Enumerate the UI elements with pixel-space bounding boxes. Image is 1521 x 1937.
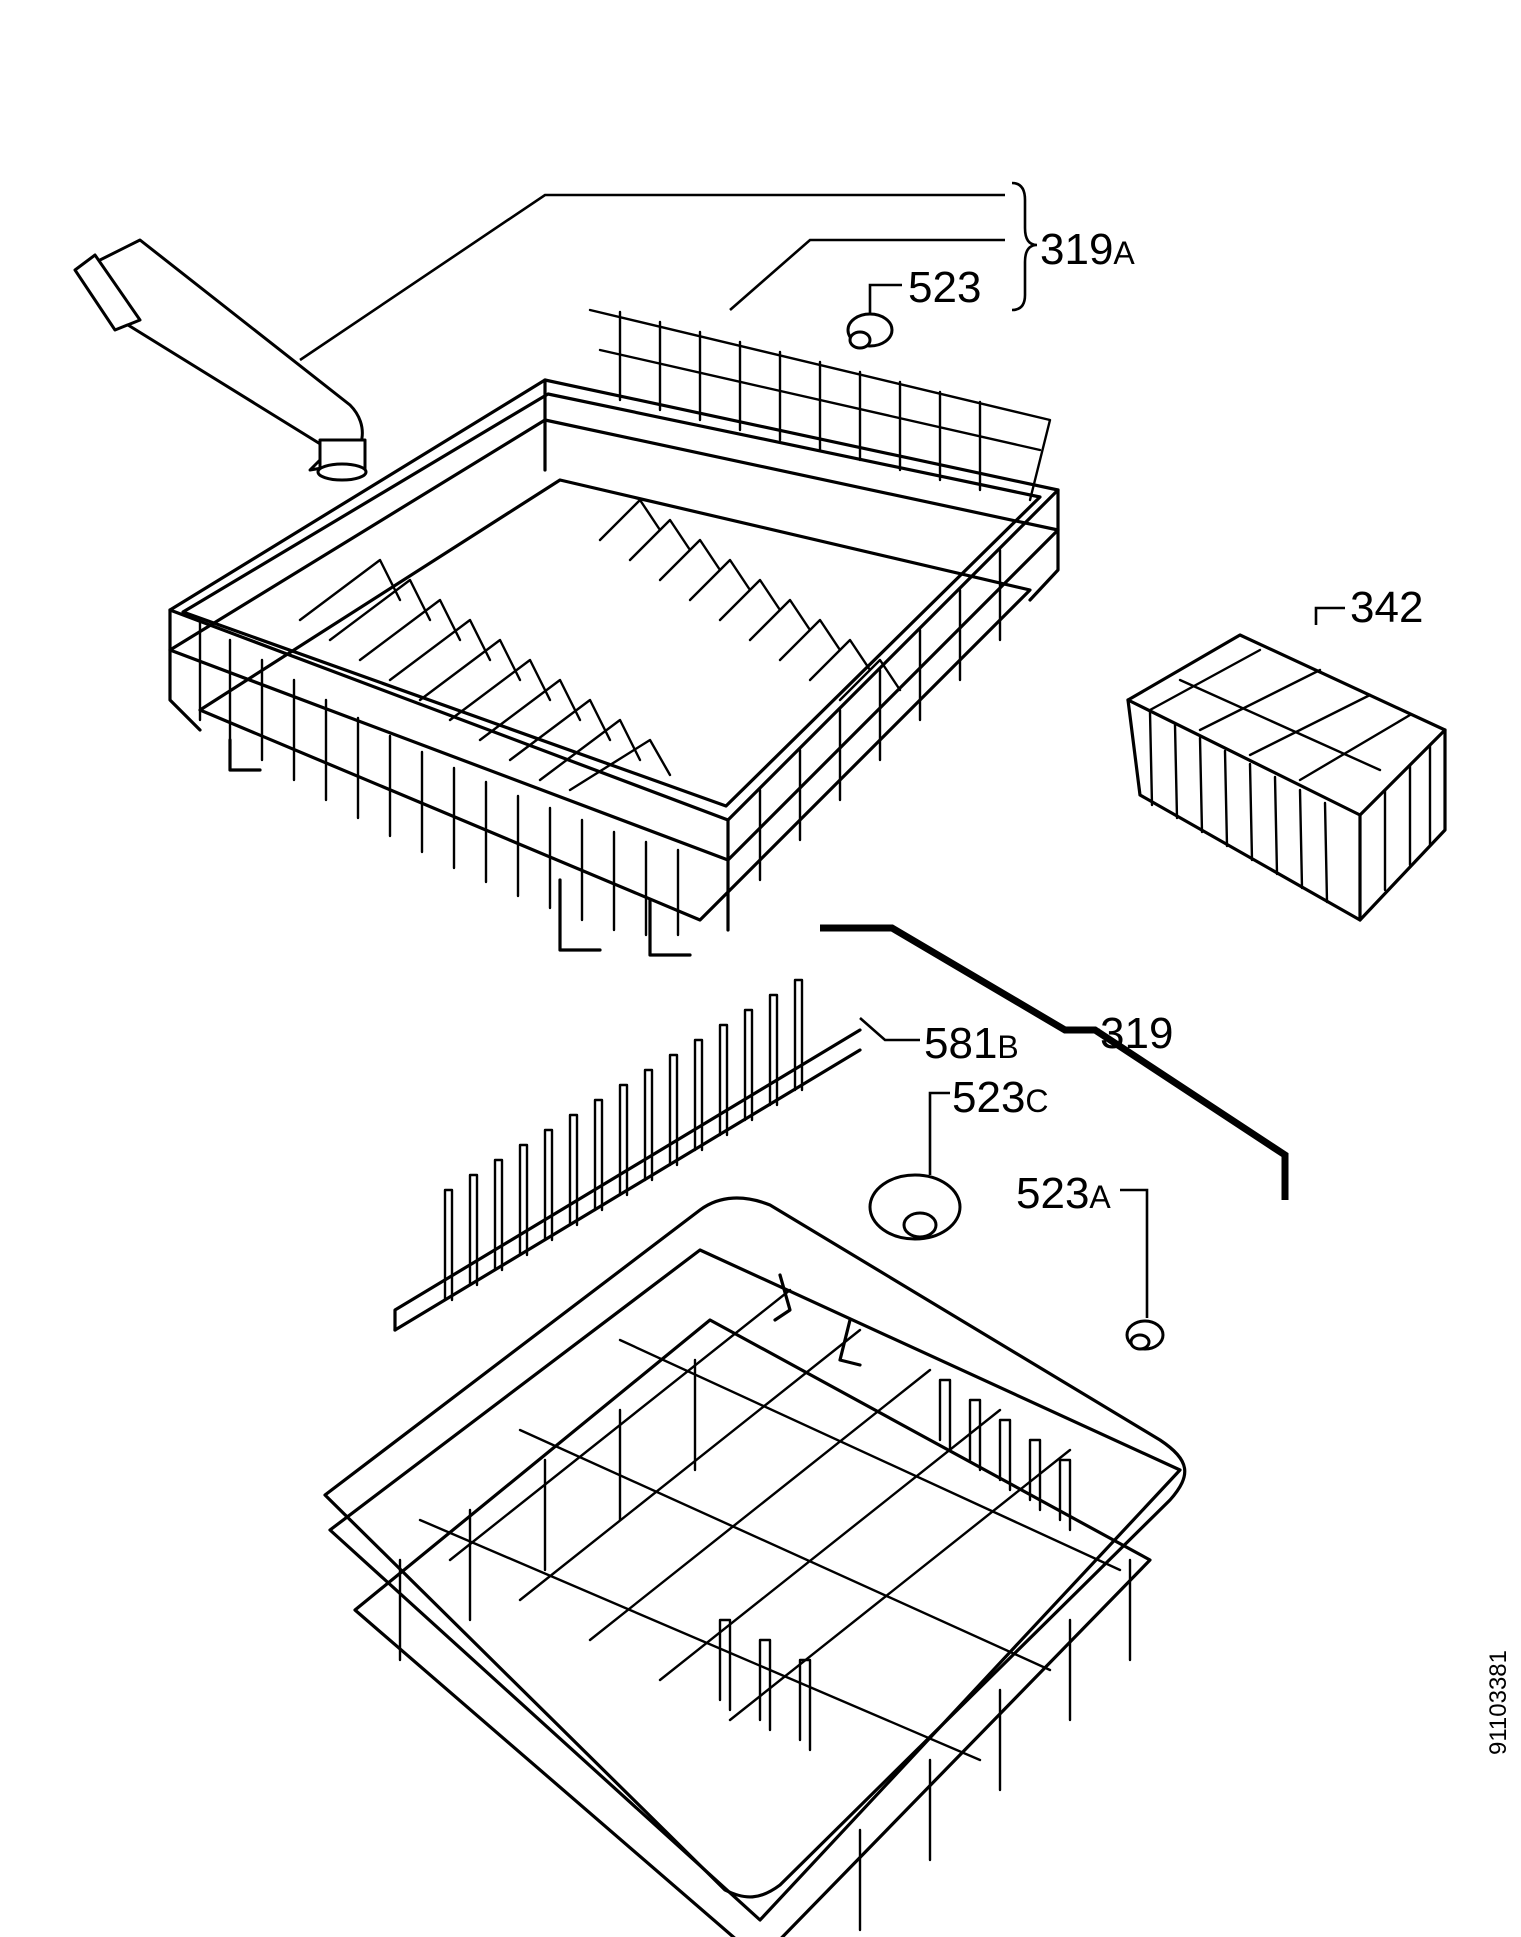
upper-basket-back-rack bbox=[588, 308, 1052, 502]
lower-basket-tines bbox=[718, 1378, 1072, 1752]
upper-basket-front-wires bbox=[198, 618, 680, 937]
lower-wheel-a bbox=[1125, 1319, 1165, 1351]
upper-wheel bbox=[846, 312, 894, 350]
bracket bbox=[1011, 181, 1038, 312]
label-342: 342 bbox=[1350, 583, 1423, 632]
label-523c: 523C bbox=[952, 1073, 1049, 1122]
plate-rack-tines bbox=[443, 978, 804, 1302]
label-523: 523 bbox=[908, 263, 981, 312]
cutlery-basket-bars bbox=[1148, 710, 1432, 904]
lower-basket-posts bbox=[398, 1358, 1132, 1932]
label-319: 319 bbox=[1100, 1009, 1173, 1058]
upper-basket-tines bbox=[298, 498, 902, 792]
drawing-number: 91103381 bbox=[1485, 1650, 1512, 1755]
leader-lines bbox=[299, 181, 1345, 1318]
lower-basket bbox=[323, 1196, 1187, 1937]
label-581b: 581B bbox=[924, 1019, 1019, 1068]
spray-tube bbox=[73, 238, 368, 482]
upper-basket-side-wires bbox=[758, 548, 1002, 882]
part-labels: 319A 523 342 319 581B 523C 523A bbox=[908, 225, 1423, 1218]
lower-wheel-c bbox=[868, 1173, 962, 1241]
cutlery-basket bbox=[1126, 633, 1447, 922]
label-319a: 319A bbox=[1040, 225, 1135, 274]
plate-rack bbox=[393, 978, 862, 1332]
upper-basket bbox=[168, 308, 1060, 957]
label-523a: 523A bbox=[1016, 1169, 1111, 1218]
